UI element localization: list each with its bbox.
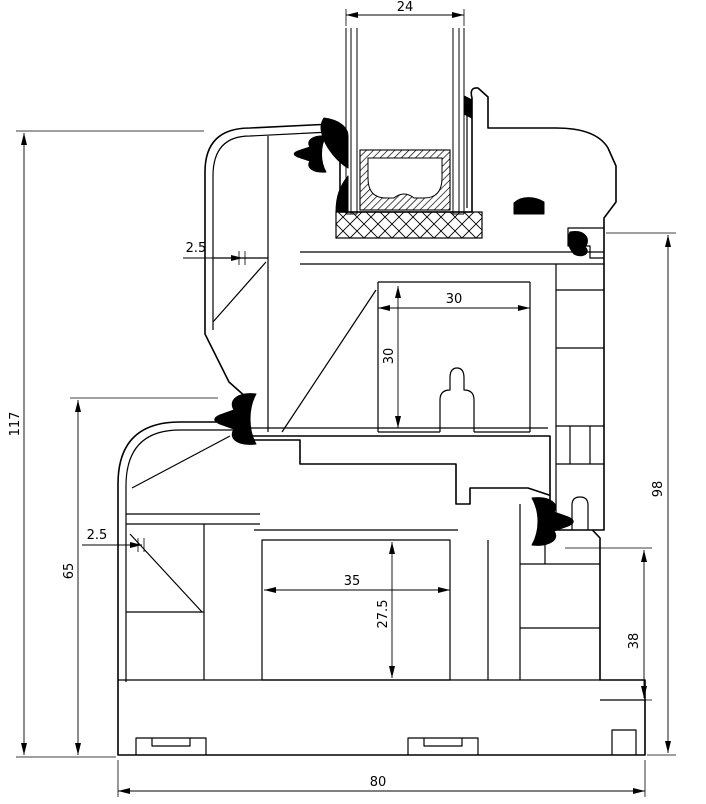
glazing-gasket-right-top: [463, 95, 473, 119]
frame-inner-wall: [125, 429, 246, 682]
dim-steel-chamber-height: 30: [382, 286, 401, 428]
dim-frame-chamber-width: 35: [264, 574, 450, 593]
dim-label-glazing-width: 24: [397, 0, 414, 15]
dim-glazing-width: 24: [345, 0, 465, 26]
dim-label-frame-chamber-height: 27.5: [376, 600, 391, 629]
dim-label-sash-wall-thickness: 2.5: [186, 241, 207, 256]
dim-label-total-height: 117: [8, 412, 23, 437]
frame-screw-port-left: [135, 737, 207, 755]
glass-panes: [345, 28, 465, 215]
dim-frame-wall-thickness: 2.5: [82, 528, 145, 552]
glazing-unit: [335, 28, 483, 239]
dim-frame-height: 65: [62, 397, 218, 755]
dim-frame-chamber-height: 27.5: [376, 542, 395, 678]
dim-total-width: 80: [117, 760, 646, 797]
frame-sash-seal-left: [214, 393, 257, 445]
frame-screw-port-center: [407, 737, 479, 755]
glazing-gasket-right-bottom: [513, 197, 545, 215]
dim-label-steel-chamber-width: 30: [446, 292, 463, 307]
sash-inner-wall: [212, 131, 331, 330]
sash-right-chambers: [555, 264, 604, 530]
dim-total-height: 117: [8, 130, 204, 758]
dim-label-frame-height: 65: [62, 563, 77, 580]
dim-sash-wall-thickness: 2.5: [183, 241, 246, 265]
dim-label-total-width: 80: [370, 775, 387, 790]
glazing-gasket-left-top: [320, 117, 349, 169]
dim-label-frame-right-height: 38: [627, 633, 642, 650]
glazing-seal-left-arrow: [293, 135, 327, 173]
dim-steel-chamber-width: 30: [378, 292, 530, 311]
sash-hook-seal: [567, 230, 588, 257]
frame-sash-seal-right: [531, 497, 574, 546]
dim-label-frame-wall-thickness: 2.5: [87, 528, 108, 543]
dim-label-sash-section-height: 98: [651, 481, 666, 498]
seals: [214, 95, 588, 546]
glazing-spacer-channel: [367, 157, 443, 199]
dimensions: 24 2.5 30 30 117 65: [8, 0, 676, 797]
dim-label-steel-chamber-height: 30: [382, 348, 397, 365]
glass-bridge-hatch: [335, 211, 483, 239]
frame-webs-left: [126, 435, 260, 680]
sash-hardware-groove: [439, 367, 475, 432]
frame-webs-right: [487, 504, 600, 680]
glazing-gasket-left-bottom: [335, 175, 349, 213]
sash-steel-chamber: [377, 281, 531, 433]
dim-sash-section-height: 98: [606, 232, 676, 756]
sash-band-lines: [300, 251, 604, 265]
dim-frame-right-height: 38: [565, 547, 652, 701]
dim-label-frame-chamber-width: 35: [344, 574, 361, 589]
